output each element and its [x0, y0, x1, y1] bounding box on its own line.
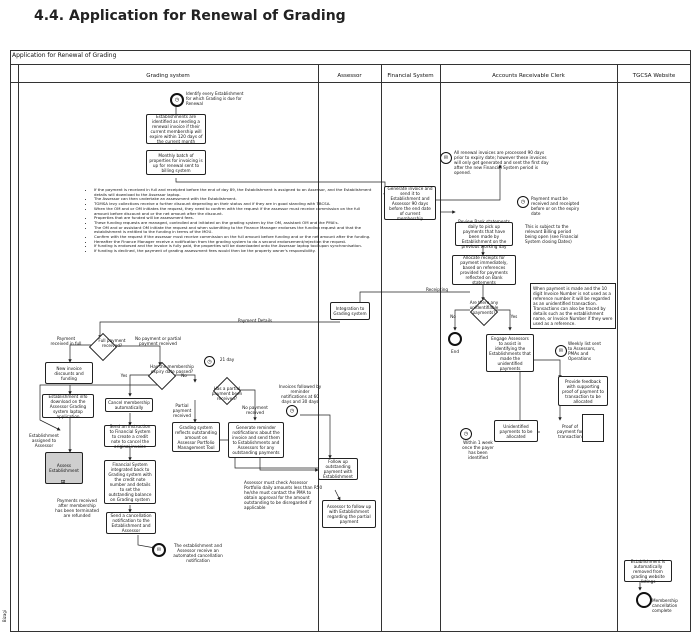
label-no: No [181, 373, 187, 378]
task-fs-integrated[interactable]: Financial System integrated back to Grad… [104, 460, 156, 504]
label-payment-details: Payment Details [237, 318, 273, 323]
subprocess-plus-icon: ⊞ [60, 479, 66, 486]
lane-separator [18, 64, 19, 632]
payment-timer-icon: ◷ [517, 196, 529, 208]
label-fs-note: All renewal invoices are processed 90 da… [454, 150, 549, 175]
start-event-timer: ◷ [170, 93, 184, 107]
label-receipting: Receipting [425, 287, 449, 292]
pool-divider [10, 64, 691, 65]
label-full-payment: Full payment received? [98, 338, 126, 348]
rules-list: If the payment is received in full and r… [88, 187, 374, 254]
task-follow-up[interactable]: Follow up outstanding payment with Estab… [318, 458, 358, 480]
reminder-timer-icon: ◷ [286, 405, 298, 417]
lane-separator [318, 64, 319, 632]
within-week-timer-icon: ◷ [460, 428, 472, 440]
task-auto-removed[interactable]: Establishment is automatically removed f… [624, 559, 672, 584]
timer-icon: ◷ [204, 356, 215, 367]
task-identified[interactable]: Establishments are identified as needing… [146, 114, 206, 144]
task-establishment-info[interactable]: Establishment info download on the Asses… [42, 394, 94, 419]
label-yes-unidentified: Yes [510, 314, 518, 319]
lane-separator [440, 64, 441, 632]
rule-item: If funding is declined, the payment of g… [94, 248, 374, 254]
rule-item: Hereafter the Finance Manager receive a … [94, 239, 374, 245]
task-assess-establishment[interactable]: Assess Establishment [45, 452, 83, 484]
task-feedback[interactable]: Provide feedback with supporting proof o… [558, 376, 608, 406]
task-send-instruction[interactable]: Send an instruction to Financial System … [104, 424, 156, 449]
label-partial-before: Has a partial payment been received? [211, 386, 243, 401]
label-weekly-list: Weekly list sent to Assessors, PMAs and … [568, 341, 601, 361]
lane-accounts-receivable-clerk: Accounts Receivable Clerk [492, 73, 565, 79]
task-generate-reminder[interactable]: Generate reminder notifications about th… [228, 422, 284, 458]
label-subject-note: This is subject to the relevant Billing … [525, 224, 579, 244]
lane-financial-system: Financial System [387, 73, 434, 79]
pool [10, 50, 691, 632]
task-review-statements[interactable]: Review Bank statements daily to pick up … [455, 219, 513, 249]
pool-label: Application for Renewal of Grading [12, 52, 117, 59]
label-unidentifiable: Are there any unidentifiable payments? [469, 300, 499, 315]
label-membership-expiry: Has the membership expiry date passed? [150, 364, 194, 374]
label-yes: Yes [120, 373, 128, 378]
label-partial: Partial payment received [172, 403, 192, 418]
label-no-unidentified: No [450, 314, 456, 319]
label-invoice-followed: Invoices followed by reminder notificati… [278, 384, 322, 404]
rule-item: Properties that are funded will be asses… [94, 216, 374, 221]
lane-separator [617, 64, 618, 632]
rule-item: These funding requests are managed, cont… [94, 220, 374, 226]
label-days: 21 day [219, 357, 235, 362]
end-event [448, 332, 462, 346]
fs-note-icon: ✉ [440, 152, 452, 164]
cancellation-message-icon: ✉ [152, 543, 166, 557]
lane-tgcsa-website: TGCSA Website [632, 73, 676, 79]
lane-grading-system: Grading system [146, 73, 190, 79]
label-proof: Proof of payment for transaction [557, 424, 583, 439]
task-allocate[interactable]: Allocate receipts for payment immediatel… [452, 255, 516, 285]
label-ref-note: When payment is made and the 10 digit In… [530, 283, 616, 329]
label-assigned: Establishment assigned to Assessor [29, 433, 59, 448]
task-assessor-follow[interactable]: Assessor to follow up with Establishment… [322, 500, 376, 528]
label-end: End [451, 349, 459, 354]
label-membership-complete: Membership cancellation complete [652, 598, 678, 613]
label-cancellation-note: The establishment and Assessor receive a… [173, 543, 223, 563]
rule-item: TGMSA levy collections receive a further… [94, 201, 374, 207]
task-cancel-membership[interactable]: Cancel membership automatically [105, 398, 153, 412]
label-payment-note: Payment must be received and receipted b… [531, 196, 580, 216]
rule-item: Confirm with the request if the assessor… [94, 234, 374, 240]
rule-item: If funding is endorsed and the invoice i… [94, 244, 374, 249]
rule-item: When the OM and or OM initiates the requ… [94, 206, 374, 216]
task-new-invoice[interactable]: New invoice discounts and funding [45, 362, 93, 384]
label-no-partial: No payment or partial payment received [134, 336, 182, 346]
label-within-week: Within 1 week once the payer has been id… [462, 440, 494, 460]
task-grading-reflects[interactable]: Grading system reflects outstanding amou… [172, 422, 220, 452]
task-integration[interactable]: Integration to Grading system [330, 302, 370, 320]
label-payment-in-full: Payment received in full [50, 336, 82, 346]
rule-item: If the payment is received in full and r… [94, 187, 374, 197]
label-assessor-check: Assessor must check Assessor Portfolio d… [244, 480, 323, 510]
task-generate-invoice[interactable]: Generate invoice and send it to Establis… [384, 186, 436, 221]
page-title: 4.4. Application for Renewal of Grading [34, 8, 346, 24]
lane-separator [381, 64, 382, 632]
end-event-membership [636, 592, 652, 608]
task-send-cancellation[interactable]: Send a cancellation notification to the … [106, 512, 156, 534]
rule-item: The OM and or assistant OM initiate the … [94, 225, 374, 235]
label-payments-after: Payments received after membership has b… [55, 498, 99, 518]
label-no-payment: No payment received [242, 405, 268, 415]
start-note: Identify every Establishment for which G… [186, 91, 244, 106]
task-unidentified-payments[interactable]: Unidentified payments to be allocated [494, 420, 538, 442]
lane-header-divider [10, 82, 691, 83]
lane-assessor: Assessor [337, 73, 362, 79]
document-proof-icon [582, 414, 604, 442]
rule-item: The Assessor can then undertake an asses… [94, 197, 374, 202]
task-engage[interactable]: Engage Assessors to assist in identifyin… [486, 334, 534, 372]
weekly-list-icon: ✉ [555, 345, 567, 357]
task-monthly-batch[interactable]: Monthly batch of properties for invoicin… [146, 150, 206, 175]
